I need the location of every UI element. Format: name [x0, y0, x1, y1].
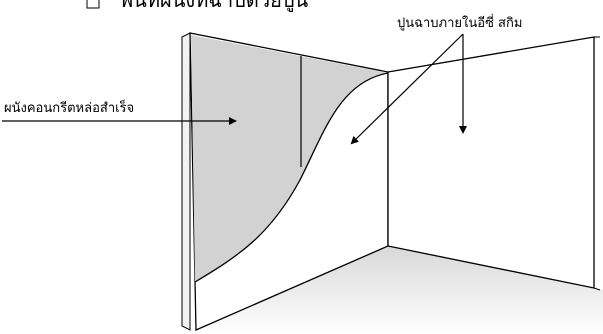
precast-panel-area [191, 35, 388, 282]
checkbox-icon [86, 0, 100, 9]
right-wall-edge-bottom [593, 287, 601, 291]
header: พื้นที่ผนังที่ฉาบด้วยปูน [86, 0, 309, 13]
header-title: พื้นที่ผนังที่ฉาบด้วยปูน [120, 0, 309, 13]
left-wall-edge [181, 32, 191, 331]
plaster-boundary [194, 72, 389, 283]
plaster-arrow-left [350, 33, 464, 145]
right-wall [387, 36, 595, 289]
floor-shadow [190, 246, 603, 334]
precast-wall-label: ผนังคอนกรีตหล่อสำเร็จ [4, 98, 134, 116]
plaster-label: ปูนฉาบภายในอีซี่ สกิม [397, 14, 522, 31]
